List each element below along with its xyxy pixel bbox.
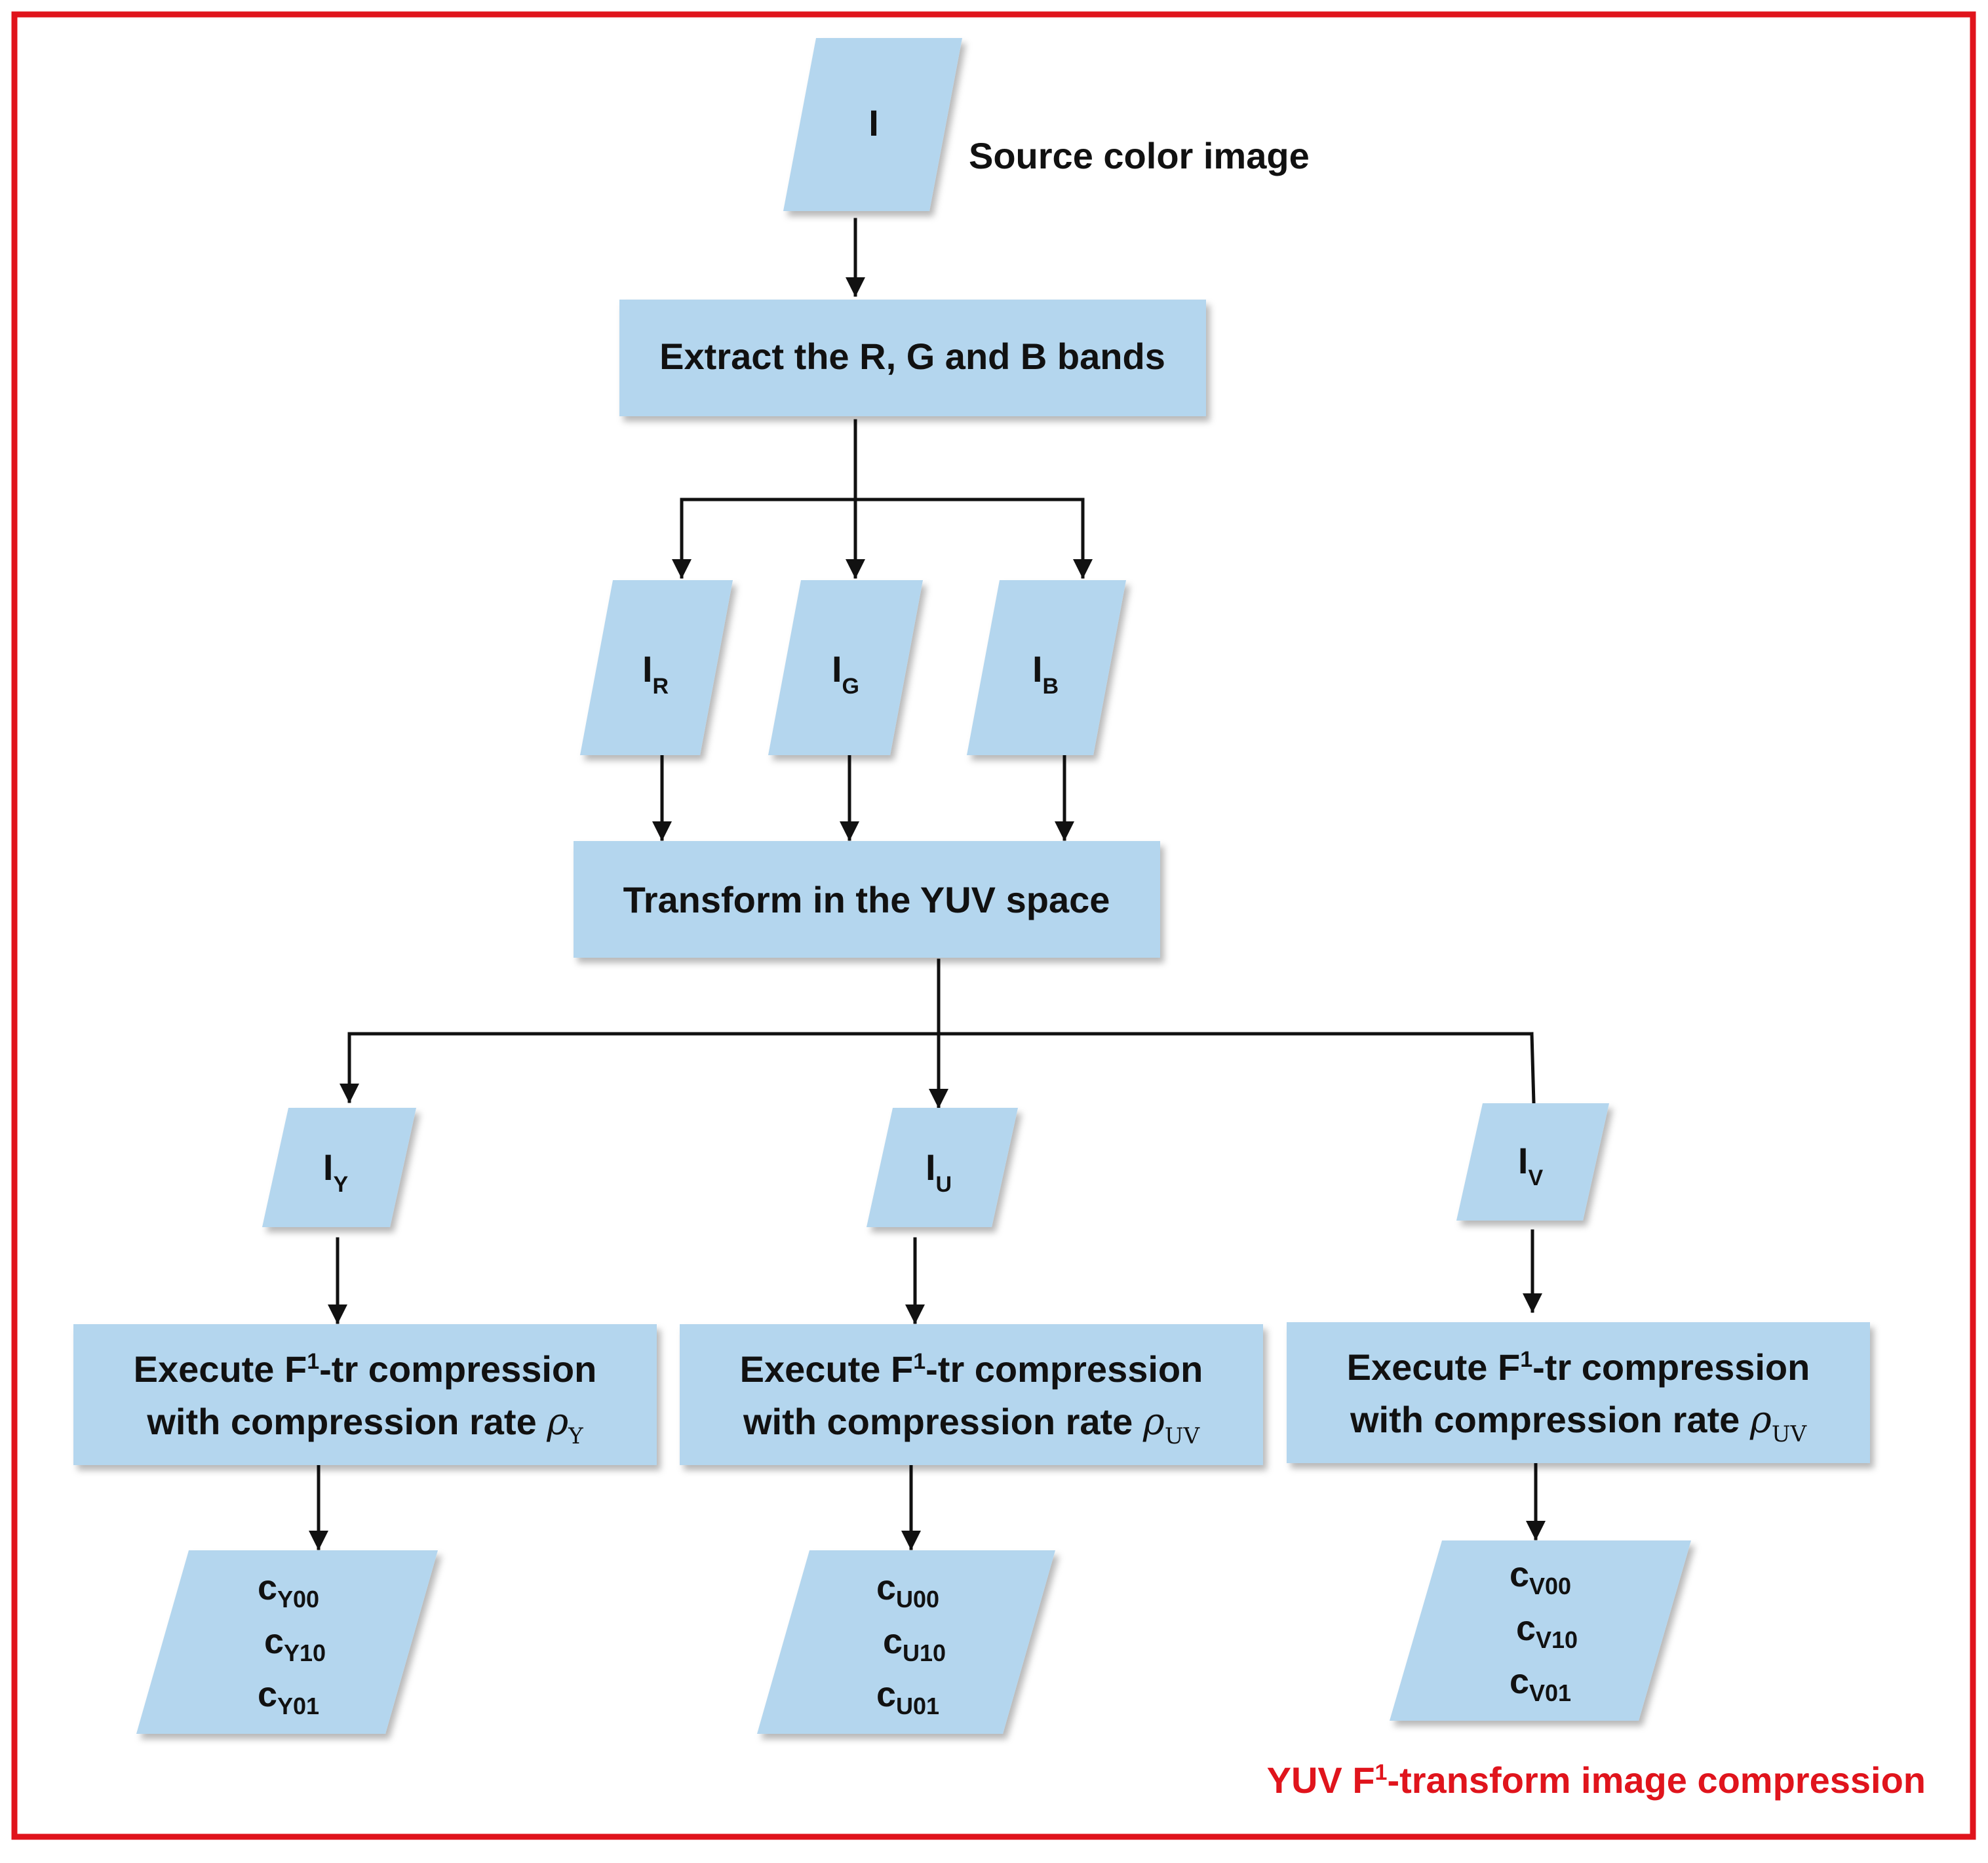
output-u-item-0: cU00 (876, 1568, 939, 1613)
band-g-node: IG (768, 580, 923, 755)
output-y-node: cY00 cY10 cY01 (136, 1550, 438, 1734)
output-u-item-2: cU01 (876, 1675, 939, 1719)
compress-u-box (680, 1324, 1263, 1465)
output-v-item-0: cV00 (1510, 1555, 1571, 1599)
line-to-channel-v (1530, 1032, 1536, 1105)
compress-u-node: Execute F1-tr compression with compressi… (680, 1324, 1263, 1465)
channel-u-node: IU (867, 1108, 1018, 1227)
channel-v-label: IV (1518, 1140, 1544, 1190)
channel-y-node: IY (262, 1108, 416, 1227)
band-b-parallelogram (967, 580, 1126, 755)
compress-v-line2: with compression rate ρUV (1350, 1399, 1808, 1447)
compress-u-line2: with compression rate ρUV (743, 1401, 1201, 1449)
output-y-item-1: cY10 (264, 1622, 326, 1666)
output-y-item-0: cY00 (258, 1568, 319, 1613)
channel-u-label: IU (926, 1147, 952, 1197)
output-u-parallelogram (757, 1550, 1055, 1734)
compress-v-line1: Execute F1-tr compression (1347, 1346, 1810, 1388)
channel-y-parallelogram (262, 1108, 416, 1227)
band-b-label: IB (1032, 648, 1059, 699)
compress-y-node: Execute F1-tr compression with compressi… (73, 1324, 657, 1465)
output-v-node: cV00 cV10 cV01 (1390, 1540, 1691, 1721)
compress-v-node: Execute F1-tr compression with compressi… (1287, 1322, 1870, 1463)
source-caption: Source color image (969, 135, 1310, 176)
output-u-item-1: cU10 (883, 1622, 946, 1666)
channel-v-parallelogram (1456, 1103, 1609, 1221)
band-r-parallelogram (580, 580, 733, 755)
transform-box (574, 841, 1160, 958)
source-parallelogram (783, 38, 962, 211)
source-label: I (868, 102, 879, 144)
band-g-parallelogram (768, 580, 923, 755)
compress-y-box (73, 1324, 657, 1465)
connectors (309, 218, 1546, 1550)
output-v-item-1: cV10 (1516, 1609, 1578, 1653)
source-node: I Source color image (783, 38, 1310, 211)
channel-y-label: IY (323, 1147, 349, 1197)
extract-node: Extract the R, G and B bands (619, 300, 1206, 416)
channel-v-node: IV (1456, 1103, 1609, 1221)
band-g-label: IG (832, 648, 859, 699)
compress-v-box (1287, 1322, 1870, 1463)
channel-u-parallelogram (867, 1108, 1018, 1227)
transform-label: Transform in the YUV space (623, 879, 1110, 920)
band-r-node: IR (580, 580, 733, 755)
band-r-label: IR (642, 648, 669, 699)
compress-y-line2: with compression rate ρY (146, 1401, 583, 1449)
extract-box (619, 300, 1206, 416)
output-v-item-2: cV01 (1510, 1662, 1571, 1706)
compress-u-line1: Execute F1-tr compression (740, 1348, 1203, 1390)
diagram-title: YUV F1-transform image compression (1267, 1759, 1926, 1801)
extract-label: Extract the R, G and B bands (659, 336, 1165, 377)
transform-node: Transform in the YUV space (574, 841, 1160, 958)
compress-y-line1: Execute F1-tr compression (134, 1348, 597, 1390)
output-y-parallelogram (136, 1550, 438, 1734)
output-u-node: cU00 cU10 cU01 (757, 1550, 1055, 1734)
band-b-node: IB (967, 580, 1126, 755)
output-v-parallelogram (1390, 1540, 1691, 1721)
output-y-item-2: cY01 (258, 1675, 319, 1719)
outer-frame (11, 11, 1976, 1840)
